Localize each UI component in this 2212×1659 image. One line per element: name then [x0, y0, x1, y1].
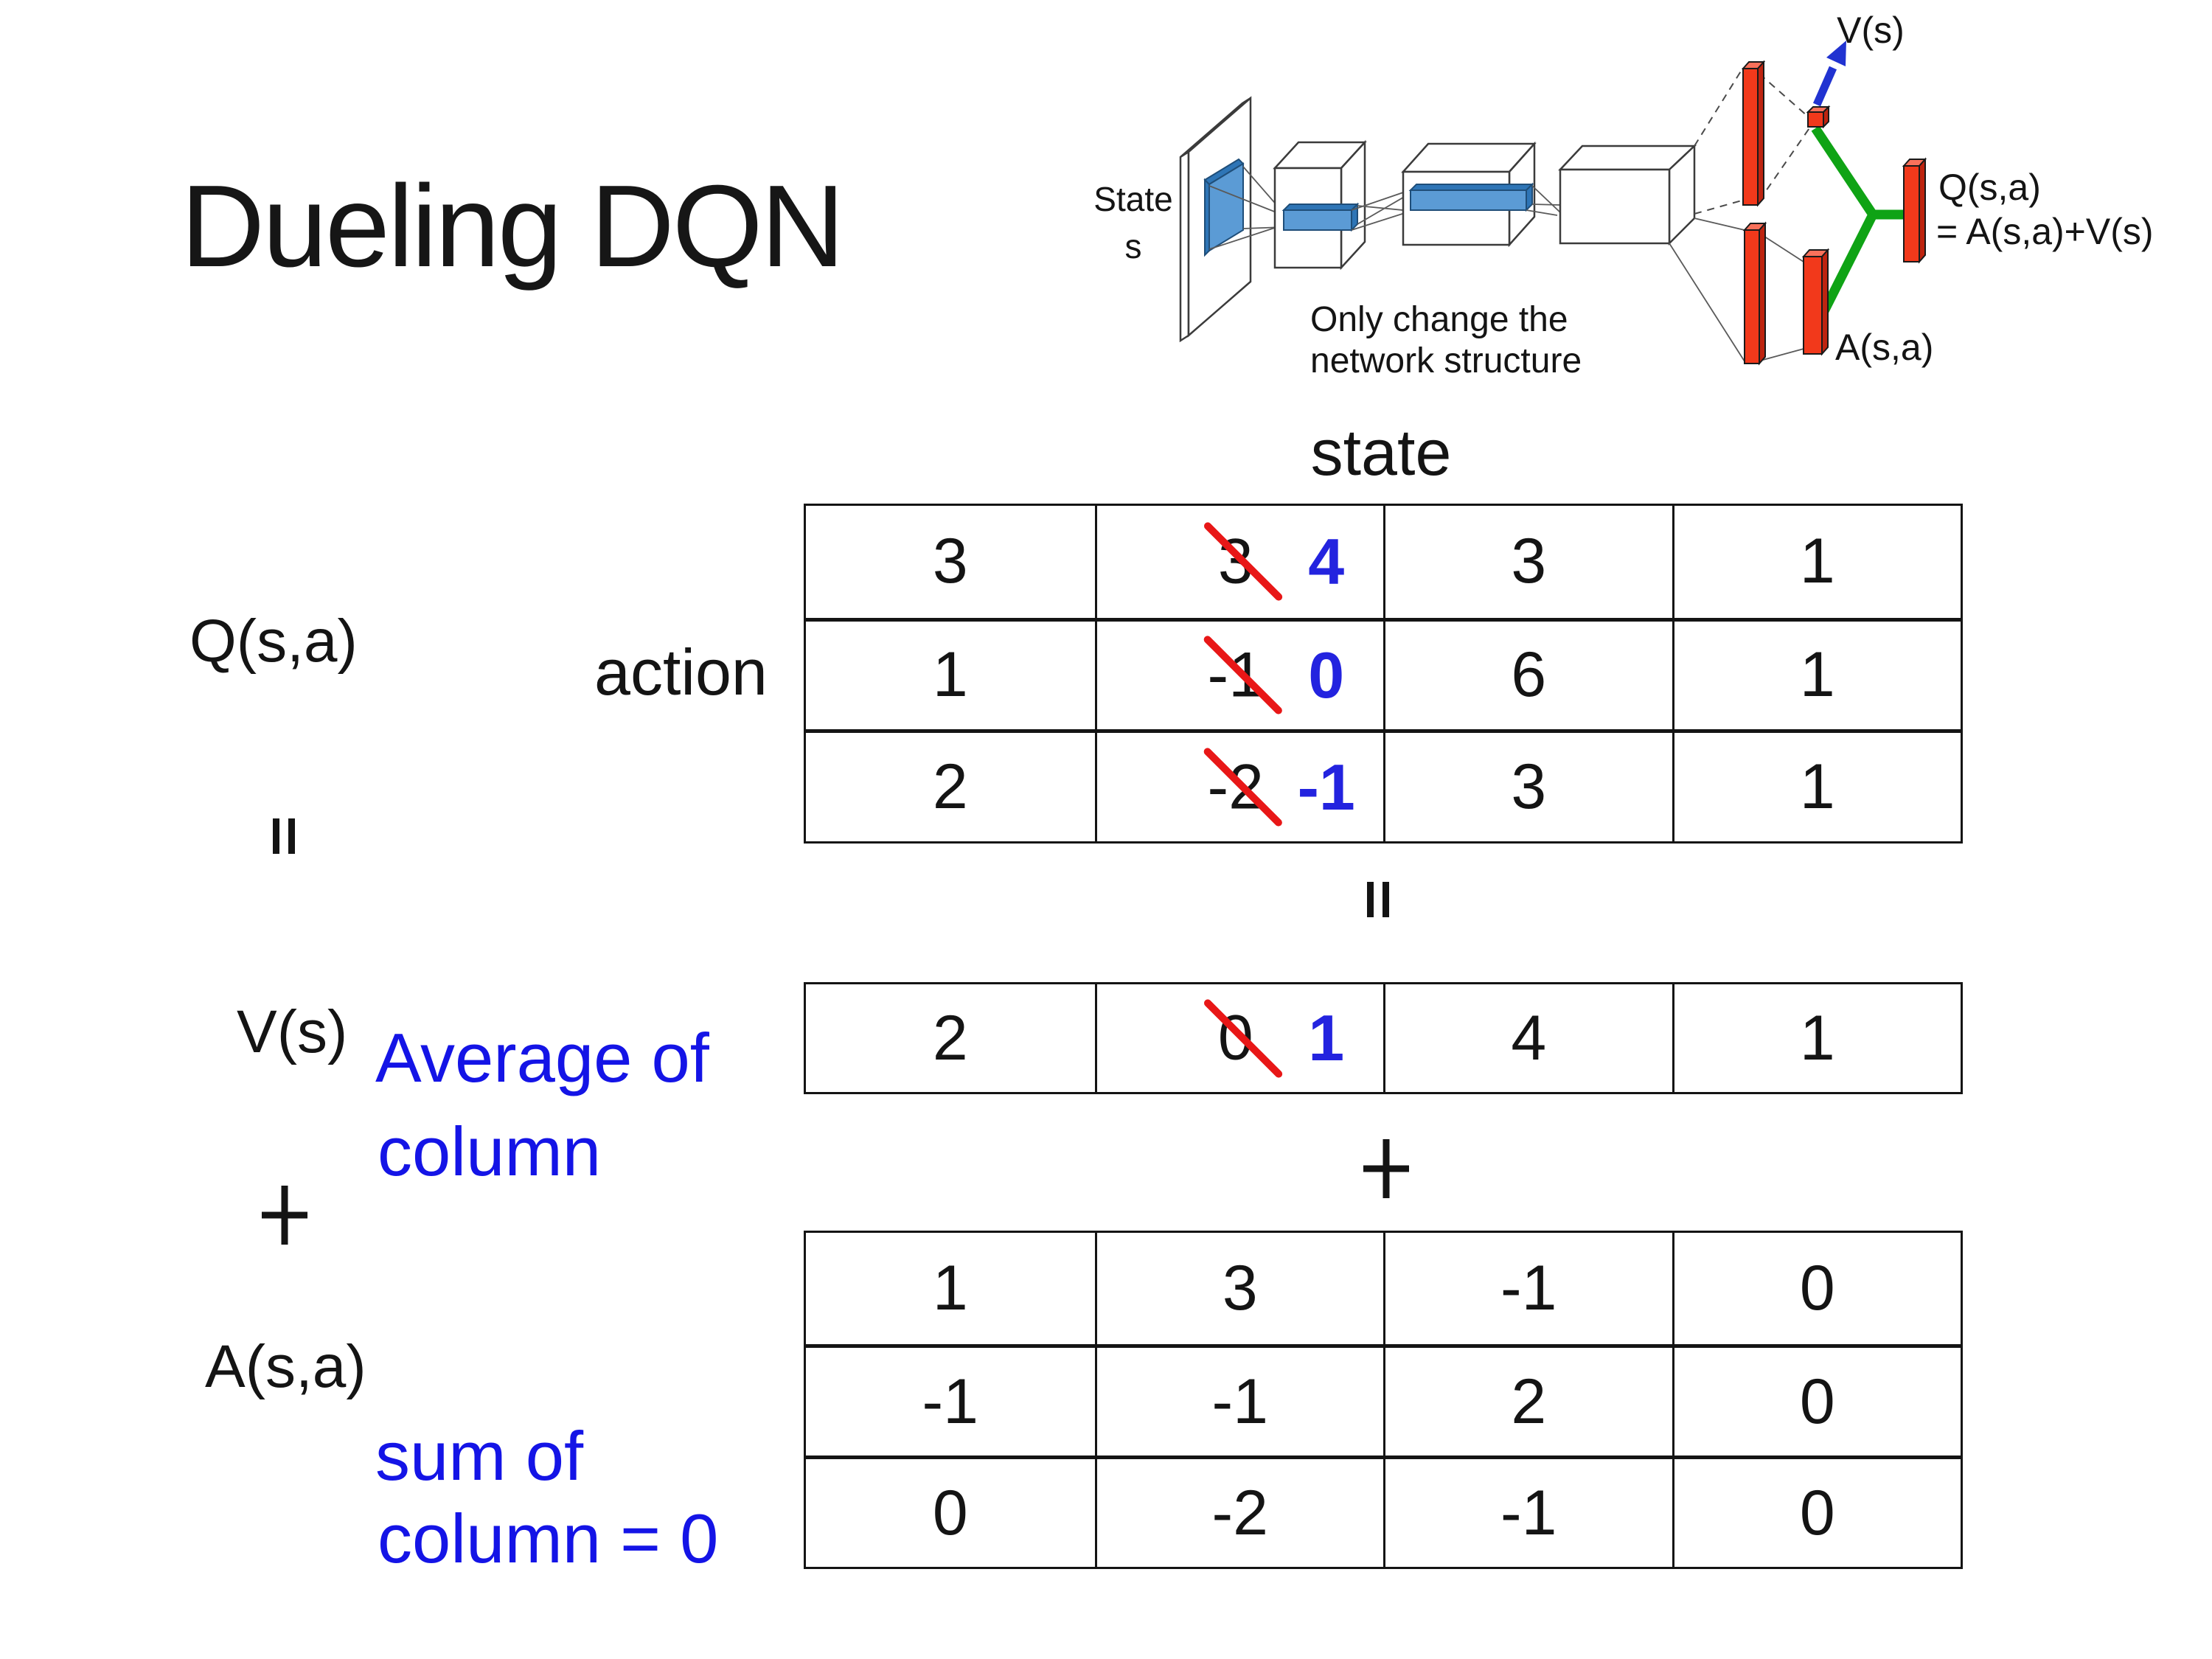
advantage-vector-layer: [1801, 248, 1830, 356]
network-architecture-diagram: State s Only change the network structur…: [1093, 10, 2154, 380]
table-cell-corrected: -1 0: [1094, 617, 1383, 730]
table-cell: 3: [1383, 729, 1672, 841]
plus-sign-center: [1363, 1139, 1409, 1198]
equals-bar: [1382, 882, 1389, 917]
diagram-note-line2: network structure: [1310, 341, 1582, 380]
table-cell: -1: [1094, 1344, 1383, 1455]
plus-sign-left: [262, 1186, 307, 1245]
fc-advantage-layer: [1742, 221, 1767, 366]
table-cell-corrected: -2 -1: [1094, 729, 1383, 841]
struck-old-value: -1: [1202, 634, 1284, 717]
a-matrix-label: A(s,a): [205, 1333, 366, 1400]
q-output-layer: [1902, 157, 1927, 264]
value-scalar-node: [1806, 105, 1831, 129]
feature-bar-1: [1281, 202, 1360, 232]
table-cell: 4: [1383, 984, 1672, 1092]
corrected-value: 0: [1308, 638, 1345, 712]
diagram-v-output-label: V(s): [1837, 10, 1905, 51]
advantage-table: 1 3 -1 0 -1 -1 2 0 0 -2 -1 0: [804, 1231, 1963, 1569]
diagram-state-s-label: s: [1125, 227, 1142, 265]
q-value-table: 3 3 4 3 1 1 -1 0 6 1 2 -2 -1: [804, 504, 1963, 844]
corrected-value: -1: [1297, 750, 1355, 824]
table-cell: 2: [932, 1002, 968, 1074]
average-note-line1: Average of: [375, 1019, 709, 1096]
advantage-stream-links: [1669, 218, 1807, 362]
table-cell: 6: [1383, 617, 1672, 730]
feature-bar-2: [1408, 182, 1534, 212]
table-cell: 3: [932, 526, 968, 597]
table-cell: 1: [932, 1253, 968, 1324]
table-cell: 3: [1094, 1233, 1384, 1344]
equals-bar: [288, 818, 295, 854]
struck-old-value: -2: [1202, 746, 1284, 828]
aggregation-link-green: [1811, 125, 1904, 315]
diagram-q-output-label-line2: = A(s,a)+V(s): [1936, 211, 2154, 252]
state-value-table: 2 0 1 4 1: [804, 982, 1963, 1094]
corrected-value: 1: [1308, 1001, 1345, 1074]
value-output-arrow: [1812, 41, 1846, 107]
diagram-a-output-label: A(s,a): [1835, 327, 1933, 368]
table-cell: 0: [806, 1455, 1095, 1567]
table-cell-corrected: 3 4: [1094, 506, 1384, 618]
equals-sign-left: [273, 818, 295, 854]
table-cell: 1: [1672, 506, 1961, 618]
fc-value-layer: [1741, 60, 1766, 207]
equals-bar: [273, 818, 279, 854]
table-cell-corrected: 0 1: [1094, 984, 1384, 1092]
average-note-line2: column: [378, 1113, 602, 1190]
slide-title: Dueling DQN: [181, 161, 845, 291]
table-cell: -2: [1094, 1455, 1383, 1567]
table-cell: 1: [806, 617, 1095, 730]
table-cell: 3: [1383, 506, 1672, 618]
table-cell: 1: [1672, 984, 1961, 1092]
conv-fan-lines-3: [1526, 185, 1561, 216]
sum-note-line2: column = 0: [378, 1500, 719, 1577]
flatten-box: [1558, 144, 1697, 246]
plus-bar: [262, 1211, 307, 1219]
diagram-note-line1: Only change the: [1310, 300, 1568, 339]
table-cell: -1: [806, 1344, 1095, 1455]
table-cell: -1: [1383, 1233, 1672, 1344]
sum-note-line1: sum of: [375, 1417, 584, 1495]
value-stream-links: [1694, 69, 1813, 215]
table-cell: 0: [1672, 1344, 1961, 1455]
table-cell: 1: [1672, 617, 1961, 730]
conv-patch: [1203, 158, 1245, 257]
diagram-state-label: State: [1093, 180, 1172, 218]
v-matrix-label: V(s): [237, 998, 348, 1065]
equals-sign-center: [1367, 882, 1389, 917]
struck-old-value: 3: [1202, 521, 1284, 602]
conv-fan-lines-2: [1351, 191, 1411, 231]
action-axis-label: action: [594, 636, 768, 709]
q-matrix-label: Q(s,a): [189, 608, 358, 675]
state-axis-label: state: [1310, 416, 1452, 489]
equals-bar: [1367, 882, 1374, 917]
corrected-value: 4: [1308, 524, 1345, 598]
table-cell: 0: [1672, 1455, 1961, 1567]
table-cell: 2: [1383, 1344, 1672, 1455]
struck-old-value: 0: [1202, 997, 1284, 1079]
plus-bar: [1363, 1165, 1409, 1172]
table-cell: 2: [806, 729, 1095, 841]
table-cell: 1: [1672, 729, 1961, 841]
table-cell: -1: [1383, 1455, 1672, 1567]
diagram-q-output-label-line1: Q(s,a): [1938, 167, 2041, 208]
table-cell: 0: [1672, 1233, 1961, 1344]
